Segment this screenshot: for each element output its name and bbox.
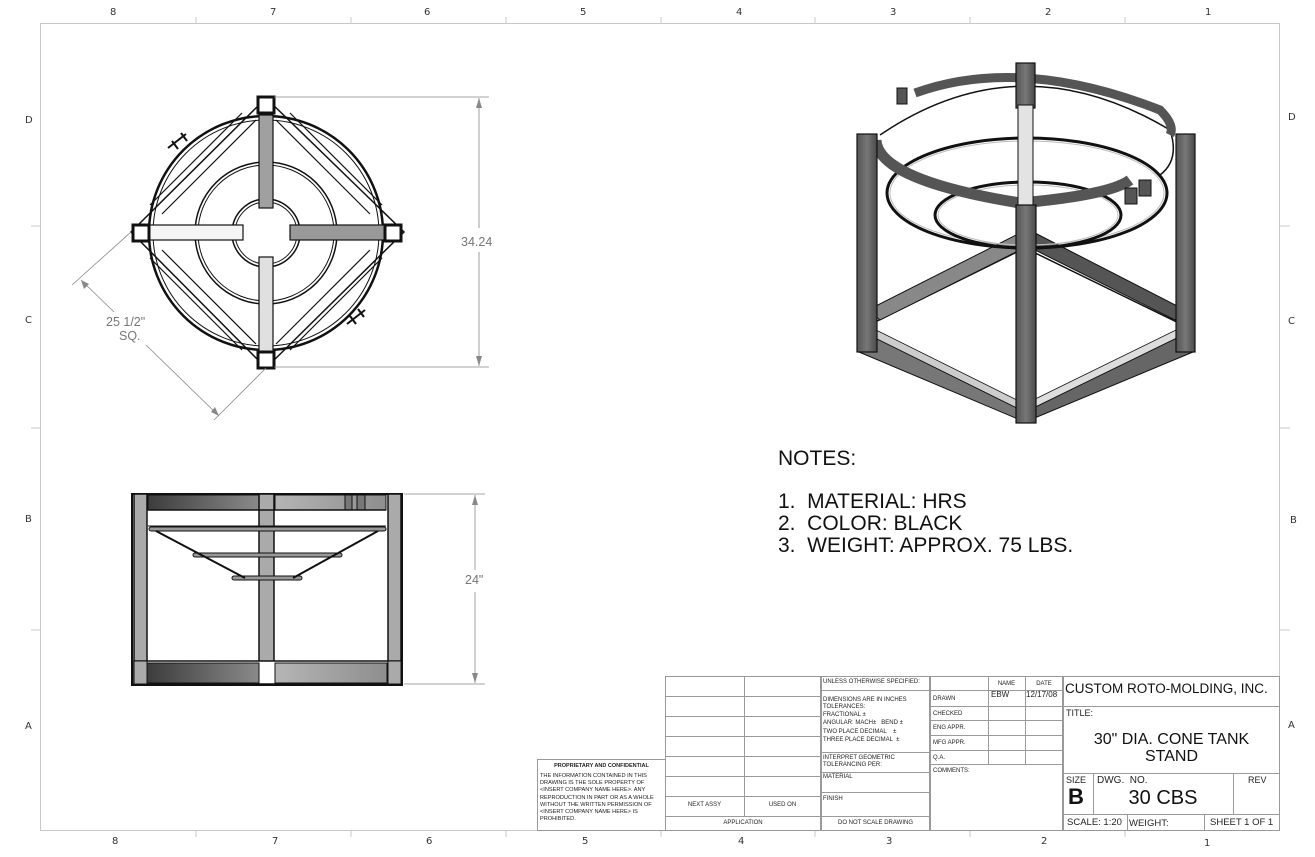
fractional-tolerance: FRACTIONAL ± — [823, 712, 866, 718]
tolerancing-per-label: TOLERANCING PER: — [823, 762, 882, 768]
zone-row-label: B — [1290, 515, 1297, 526]
unless-specified-label: UNLESS OTHERWISE SPECIFIED: — [823, 679, 920, 685]
zone-col-label: 3 — [886, 836, 893, 847]
sheet-label: SHEET 1 OF 1 — [1210, 817, 1274, 828]
top-view-square-suffix: SQ. — [119, 329, 141, 343]
dwg-no-label: DWG. NO. — [1097, 775, 1148, 786]
zone-row-label: A — [1288, 720, 1295, 731]
zone-row-label: C — [25, 315, 32, 326]
size-value: B — [1068, 784, 1084, 809]
angular-tolerance: ANGULAR: MACH± BEND ± — [823, 720, 903, 726]
drawing-title-line1: 30" DIA. CONE TANK — [1093, 731, 1250, 748]
interpret-geometric-label: INTERPRET GEOMETRIC — [823, 755, 895, 761]
zone-row-label: C — [1288, 316, 1295, 327]
name-column-header: NAME — [997, 681, 1016, 687]
zone-row-label: A — [25, 721, 32, 732]
zone-col-label: 5 — [582, 836, 589, 847]
note-item: 1. MATERIAL: HRS — [778, 490, 967, 513]
top-view-dimensions — [71, 96, 489, 421]
proprietary-block: PROPRIETARY AND CONFIDENTIAL THE INFORMA… — [537, 759, 666, 831]
zone-col-label: 6 — [426, 836, 433, 847]
company-name: CUSTOM ROTO-MOLDING, INC. — [1065, 681, 1268, 696]
approval-row-label: ENG APPR. — [933, 725, 966, 731]
border-ticks — [31, 17, 1290, 837]
zone-col-label: 2 — [1045, 7, 1052, 18]
front-view-height-dimension: 24" — [465, 573, 484, 587]
zone-col-label: 4 — [738, 836, 745, 847]
top-view-square-dimension: 25 1/2" — [106, 315, 146, 329]
size-label: SIZE — [1066, 775, 1087, 785]
title-label: TITLE: — [1066, 708, 1094, 718]
material-label: MATERIAL — [823, 774, 853, 780]
proprietary-body: THE INFORMATION CONTAINED IN THIS DRAWIN… — [540, 773, 654, 823]
zone-col-label: 7 — [270, 7, 277, 18]
zone-row-label: D — [1288, 112, 1296, 123]
next-assy-label: NEXT ASSY — [687, 802, 722, 808]
zone-col-label: 6 — [424, 7, 431, 18]
zone-col-label: 1 — [1204, 838, 1211, 849]
drawing-title-line2: STAND — [1144, 748, 1199, 765]
zone-col-label: 3 — [890, 7, 897, 18]
zone-col-label: 2 — [1041, 836, 1048, 847]
front-view — [131, 493, 403, 686]
weight-label: WEIGHT: — [1129, 818, 1169, 829]
dimensions-units-label: DIMENSIONS ARE IN INCHES — [823, 697, 907, 703]
zone-col-label: 5 — [580, 7, 587, 18]
zone-col-label: 7 — [272, 836, 279, 847]
do-not-scale-label: DO NOT SCALE DRAWING — [837, 820, 913, 826]
approval-row-label: CHECKED — [933, 711, 963, 717]
zone-col-label: 8 — [112, 836, 119, 847]
used-on-label: USED ON — [768, 802, 797, 808]
approval-row-date: 12/17/08 — [1026, 690, 1058, 699]
approval-row-label: DRAWN — [933, 696, 956, 702]
top-view-height-dimension: 34.24 — [461, 235, 493, 249]
comments-label: COMMENTS: — [933, 768, 970, 774]
approval-row-name: EBW — [991, 690, 1010, 699]
zone-row-label: D — [25, 115, 33, 126]
zone-col-label: 4 — [736, 7, 743, 18]
note-item: 3. WEIGHT: APPROX. 75 LBS. — [778, 534, 1074, 557]
front-view-dimensions — [404, 493, 485, 685]
zone-col-label: 1 — [1205, 7, 1212, 18]
dwg-no-value: 30 CBS — [1128, 787, 1198, 809]
isometric-view — [856, 62, 1196, 424]
top-view — [129, 95, 406, 370]
tolerances-label: TOLERANCES: — [823, 704, 866, 710]
proprietary-heading: PROPRIETARY AND CONFIDENTIAL — [554, 763, 649, 769]
date-column-header: DATE — [1036, 681, 1052, 687]
application-label: APPLICATION — [723, 820, 763, 826]
approval-row-label: MFG APPR. — [933, 740, 966, 746]
three-place-tolerance: THREE PLACE DECIMAL ± — [823, 737, 900, 743]
notes-block: NOTES: 1. MATERIAL: HRS 2. COLOR: BLACK … — [778, 448, 1073, 557]
drawing-title: 30" DIA. CONE TANK STAND — [1063, 731, 1280, 765]
two-place-tolerance: TWO PLACE DECIMAL ± — [823, 729, 897, 735]
approval-row-label: Q.A. — [933, 755, 946, 761]
rev-label: REV — [1248, 775, 1267, 785]
scale-label: SCALE: 1:20 — [1067, 817, 1122, 828]
zone-row-label: B — [25, 514, 32, 525]
notes-heading: NOTES: — [778, 447, 857, 470]
zone-col-label: 8 — [110, 7, 117, 18]
note-item: 2. COLOR: BLACK — [778, 512, 963, 535]
finish-label: FINISH — [823, 796, 843, 802]
